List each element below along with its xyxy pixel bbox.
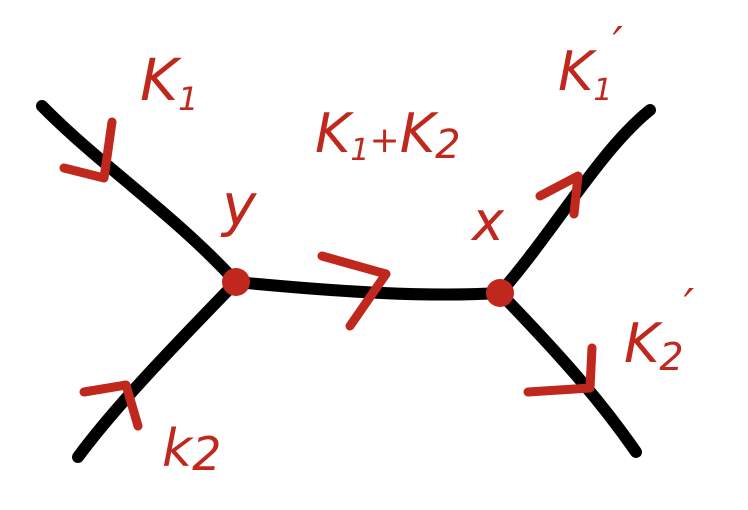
vertex-y-dot (222, 268, 250, 296)
momentum-arrows (59, 117, 597, 431)
vertices (222, 268, 514, 307)
label-vertex-x: x (470, 190, 505, 253)
label-k2-prime: K2′ (624, 279, 695, 379)
label-k2: k2 (162, 419, 221, 481)
label-k1-prime: K1′ (558, 17, 624, 108)
line-k2-incoming (72, 276, 242, 463)
arrow-k2-icon (79, 380, 143, 431)
line-k1-incoming (36, 100, 242, 288)
arrow-k1-prime-icon (535, 171, 583, 219)
line-k2-prime-outgoing (494, 287, 642, 458)
arrow-k2-prime-icon (523, 343, 597, 397)
label-internal-momentum: K1+K2 (315, 102, 461, 168)
vertex-x-dot (486, 279, 514, 307)
label-vertex-y: y (220, 171, 257, 239)
arrow-internal-icon (317, 251, 391, 331)
label-k1: K1 (140, 46, 198, 118)
labels: K1 k2 K1+K2 y x K1′ K2′ (140, 17, 695, 481)
arrow-k1-icon (59, 117, 117, 183)
